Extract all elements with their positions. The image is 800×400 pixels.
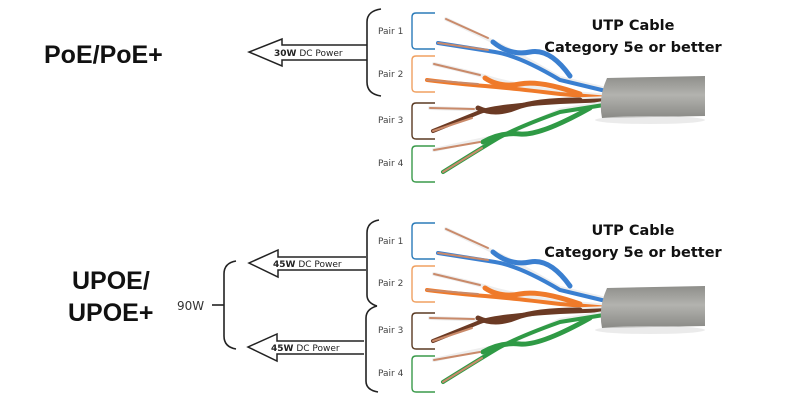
section-title-line2: UPOE+ xyxy=(68,299,153,327)
pair-label: Pair 4 xyxy=(378,369,404,379)
power-arrow: 30W DC Power xyxy=(247,37,367,68)
arrow-shape xyxy=(247,248,366,279)
pair1-bracket xyxy=(411,12,435,50)
pair-label: Pair 2 xyxy=(378,279,403,289)
section-poe: PoE/PoE+ 30W DC Power Pair 1 Pair 2 Pair… xyxy=(44,8,723,183)
pair2-bracket xyxy=(411,55,435,93)
arrow-label: 30W DC Power xyxy=(274,49,343,59)
pair-label: Pair 1 xyxy=(378,27,403,37)
pair2-bracket xyxy=(411,265,435,303)
cable-jacket xyxy=(595,74,710,124)
arrow-text: DC Power xyxy=(296,49,342,59)
arrow-wattage: 30W xyxy=(274,49,297,59)
pair-label: Pair 3 xyxy=(378,116,403,126)
cable-label-line1: UTP Cable xyxy=(592,223,675,239)
arrow-shape xyxy=(247,37,367,68)
cable-label-line1: UTP Cable xyxy=(592,18,675,34)
arrow-text: DC Power xyxy=(293,344,339,354)
pair4-bracket xyxy=(411,145,435,183)
brace-pairs-1-2 xyxy=(366,219,380,307)
wire-pair-4 xyxy=(432,310,612,384)
pair3-bracket xyxy=(411,312,435,350)
total-wattage: 90W xyxy=(177,299,204,313)
utp-cable-illustration xyxy=(425,227,710,384)
cable-label-line2: Category 5e or better xyxy=(544,245,722,261)
power-arrow: 45W DC Power xyxy=(246,332,364,363)
wire-pair-2 xyxy=(425,62,612,100)
pair3-bracket xyxy=(411,102,435,140)
wire-pair-2 xyxy=(425,272,612,310)
section-title-line1: UPOE/ xyxy=(72,267,150,295)
pair-label: Pair 3 xyxy=(378,326,403,336)
brace-pairs-3-4 xyxy=(365,305,379,393)
arrow-label: 45W DC Power xyxy=(271,344,340,354)
arrow-text: DC Power xyxy=(295,260,341,270)
pair1-bracket xyxy=(411,222,435,260)
wire-pair-3 xyxy=(428,306,612,343)
wire-pair-1 xyxy=(436,17,612,94)
pair4-bracket xyxy=(411,355,435,393)
arrow-label: 45W DC Power xyxy=(273,260,342,270)
brace-pairs-1-2 xyxy=(366,8,382,97)
pair-label: Pair 1 xyxy=(378,237,403,247)
wire-pair-4 xyxy=(432,100,612,174)
cable-jacket xyxy=(595,284,710,334)
arrow-wattage: 45W xyxy=(273,260,296,270)
utp-cable-illustration xyxy=(425,17,710,174)
section-upoe: UPOE/ UPOE+ 90W 45W DC Power 45W DC Powe… xyxy=(68,219,723,393)
cable-label-line2: Category 5e or better xyxy=(544,40,722,56)
wire-pair-3 xyxy=(428,96,612,133)
wire-pair-1 xyxy=(436,227,612,304)
section-title: PoE/PoE+ xyxy=(44,41,163,69)
arrow-wattage: 45W xyxy=(271,344,294,354)
pair-label: Pair 4 xyxy=(378,159,404,169)
arrow-shape xyxy=(246,332,364,363)
brace-total xyxy=(223,260,237,350)
power-arrow: 45W DC Power xyxy=(247,248,366,279)
pair-label: Pair 2 xyxy=(378,70,403,80)
